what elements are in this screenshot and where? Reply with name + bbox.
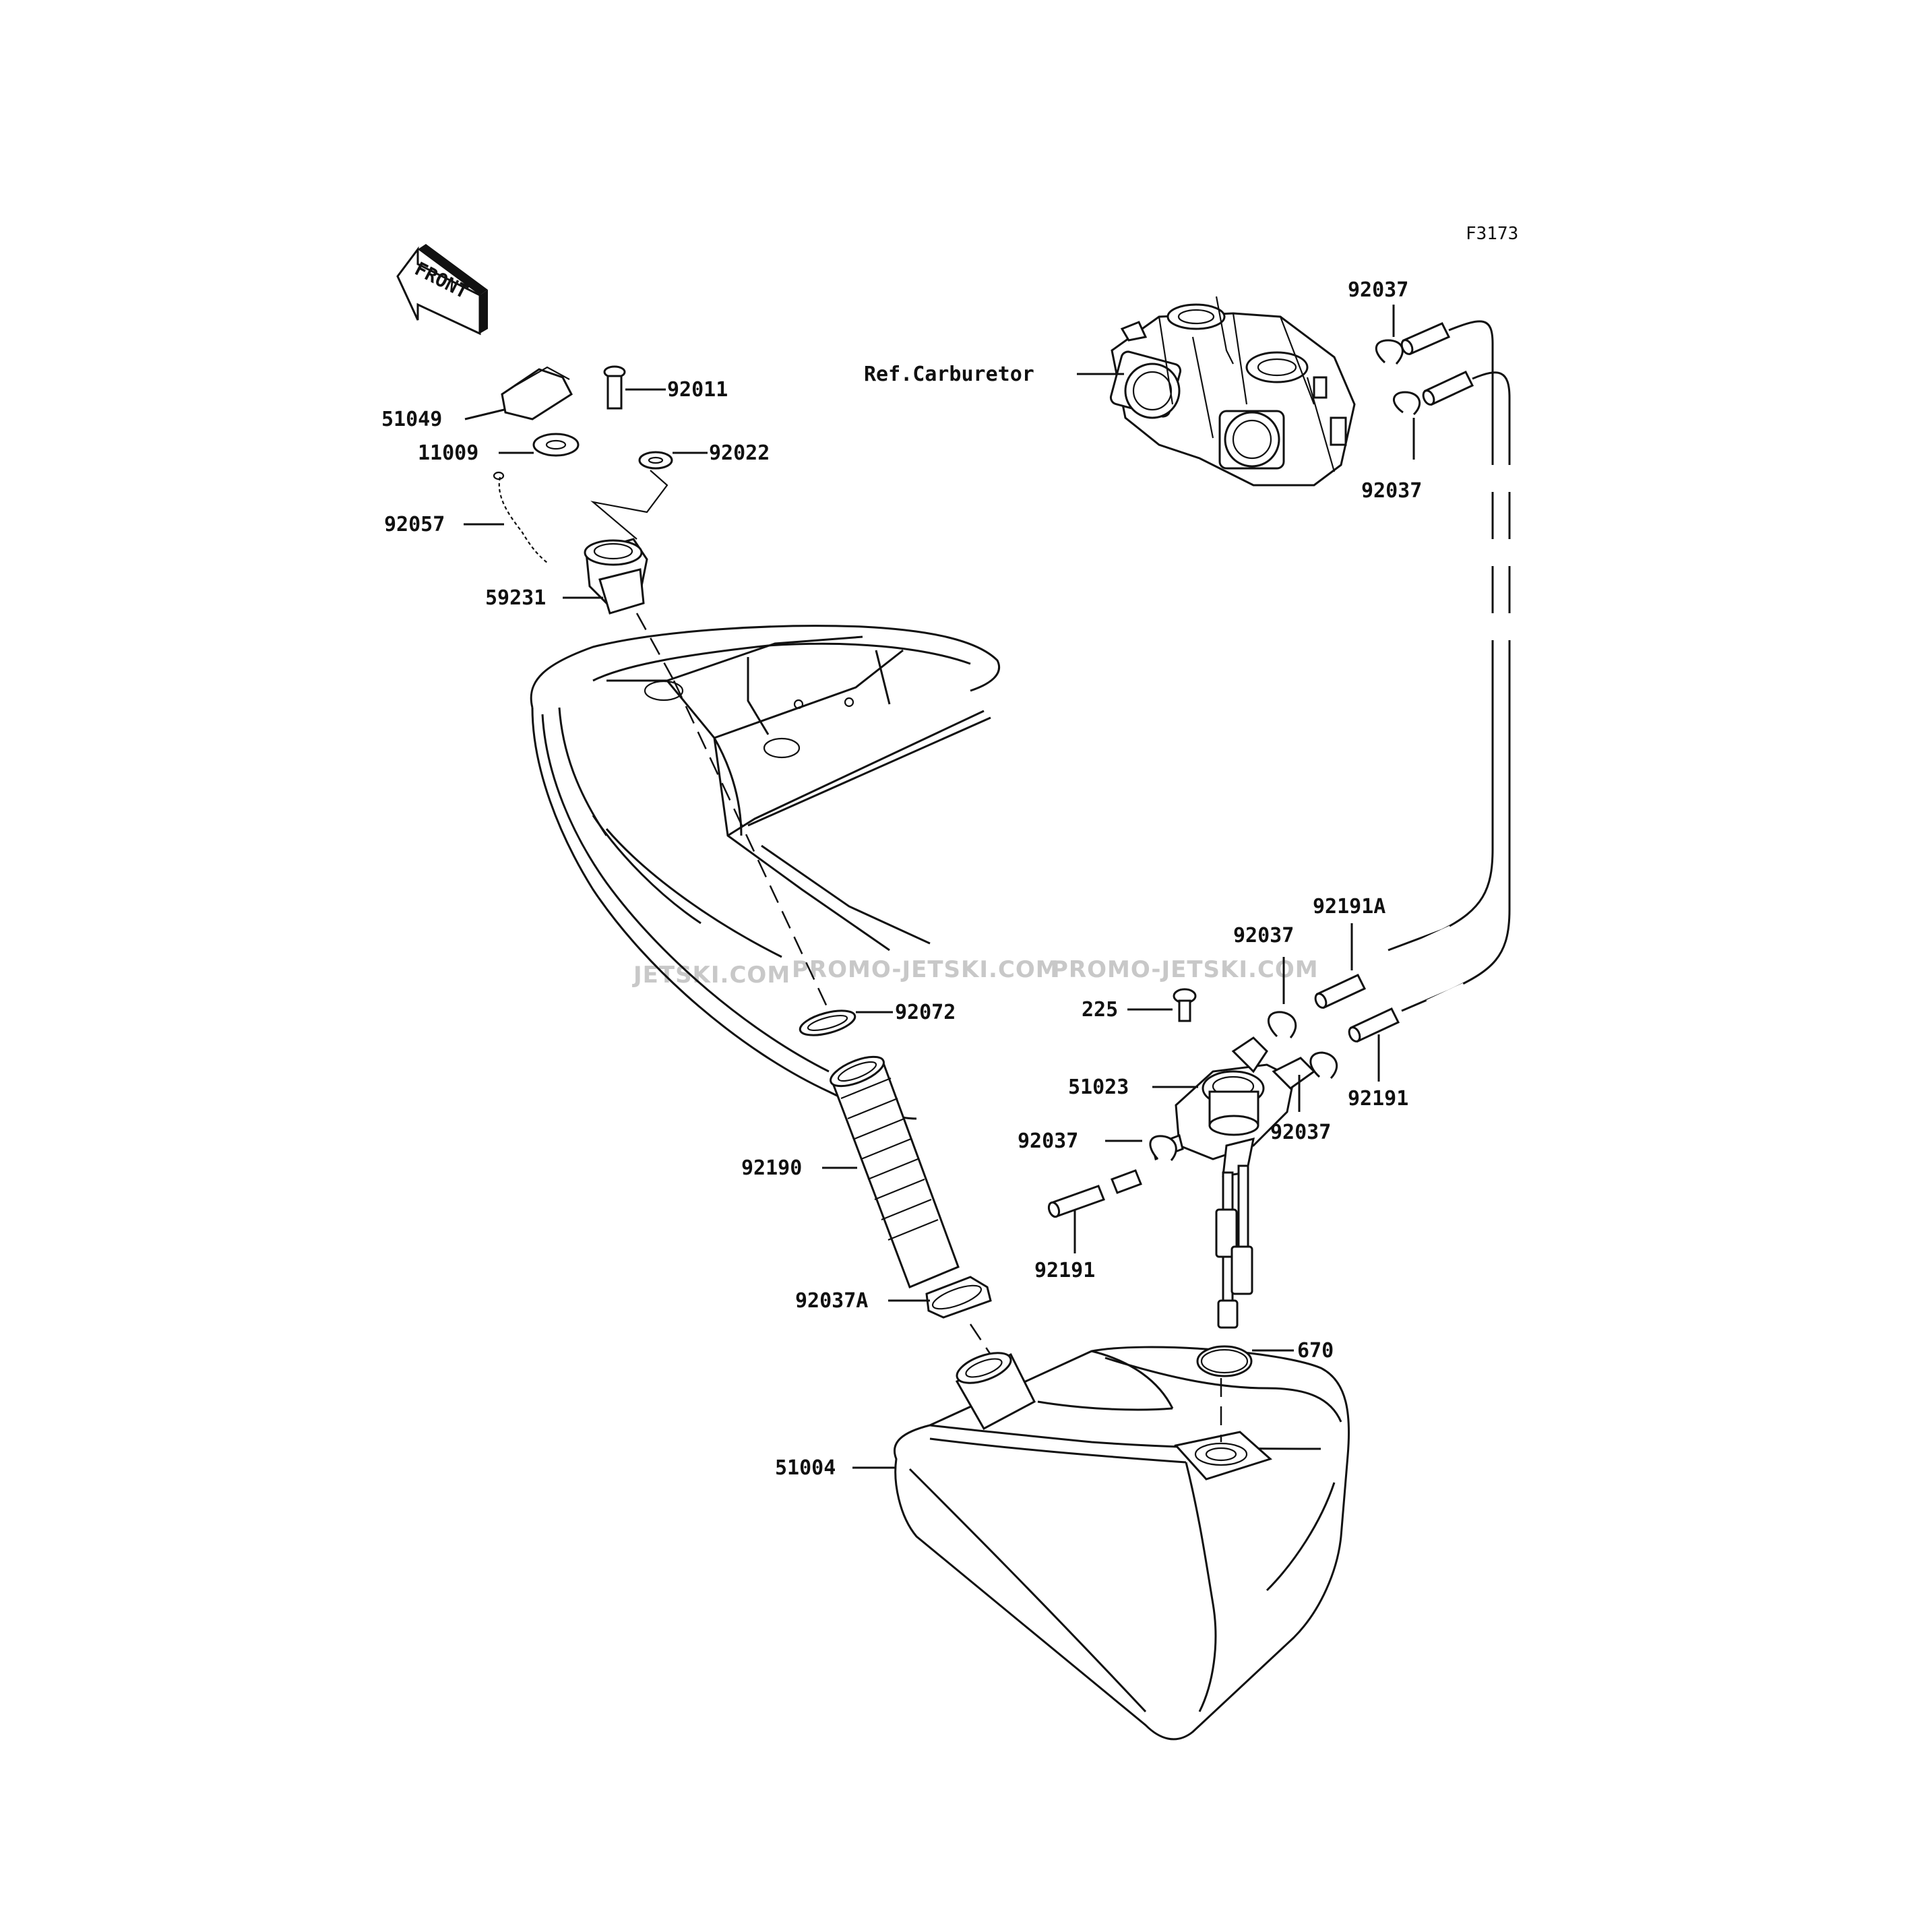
clip-92037-m1 (1267, 1011, 1297, 1038)
label-92037-tr2: 92037 (1361, 479, 1422, 503)
watermark-mid: PROMO-JETSKI.COM (792, 956, 1059, 983)
oring-670 (1196, 1345, 1253, 1377)
label-59231: 59231 (485, 586, 546, 610)
watermark-right: PROMO-JETSKI.COM (1051, 956, 1319, 983)
clamp-92037A (925, 1276, 992, 1319)
clip-92037-m3 (1149, 1135, 1177, 1161)
label-670: 670 (1297, 1339, 1334, 1363)
fuel-tank-51004 (894, 1346, 1350, 1741)
hose-92191-bottom (1047, 1169, 1142, 1218)
label-92037-m3: 92037 (1018, 1129, 1078, 1153)
hull-deck (530, 625, 1000, 1120)
label-92037-m2: 92037 (1270, 1121, 1331, 1144)
label-92022: 92022 (709, 441, 770, 465)
label-92191-right: 92191 (1348, 1087, 1408, 1111)
hose-92191-right (1348, 1007, 1400, 1042)
gasket-11009 (532, 433, 580, 457)
label-92057: 92057 (384, 513, 445, 536)
filler-neck-59231 (584, 538, 648, 615)
label-92037-tr1: 92037 (1348, 278, 1408, 302)
label-51023: 51023 (1068, 1076, 1129, 1099)
carburetor-ref (1109, 296, 1356, 487)
cap-51049 (501, 366, 573, 420)
washer-92022 (638, 451, 673, 470)
clip-92037-tr1 (1375, 339, 1404, 365)
label-51004: 51004 (775, 1456, 836, 1480)
hose-tr-upper (1400, 322, 1451, 355)
label-92072: 92072 (895, 1001, 956, 1024)
clip-92037-m2 (1309, 1051, 1338, 1080)
clamp-92072 (799, 1009, 856, 1036)
label-92190: 92190 (741, 1156, 802, 1180)
label-92037A: 92037A (795, 1289, 868, 1313)
label-11009: 11009 (418, 441, 478, 465)
hose-92190 (830, 1055, 960, 1288)
screw-225 (1173, 988, 1197, 1022)
label-carburetor: Ref.Carburetor (864, 363, 1034, 386)
label-92037-m1: 92037 (1233, 924, 1294, 947)
front-arrow-icon: FRONT (396, 244, 488, 336)
hose-tr-lower (1422, 371, 1474, 406)
cord-92057 (498, 476, 548, 563)
label-92191-bottom: 92191 (1034, 1259, 1095, 1282)
hose-92191A (1314, 974, 1367, 1009)
figure-code: F3173 (1466, 224, 1518, 244)
clip-92037-tr2 (1393, 391, 1421, 416)
label-92191A: 92191A (1313, 895, 1385, 918)
watermark-left: JETSKI.COM (632, 962, 790, 989)
bolt-92011 (603, 365, 626, 410)
label-92011: 92011 (667, 378, 728, 402)
label-51049: 51049 (381, 408, 442, 431)
label-225: 225 (1082, 998, 1118, 1022)
fuel-pump-51023 (1151, 1036, 1316, 1329)
